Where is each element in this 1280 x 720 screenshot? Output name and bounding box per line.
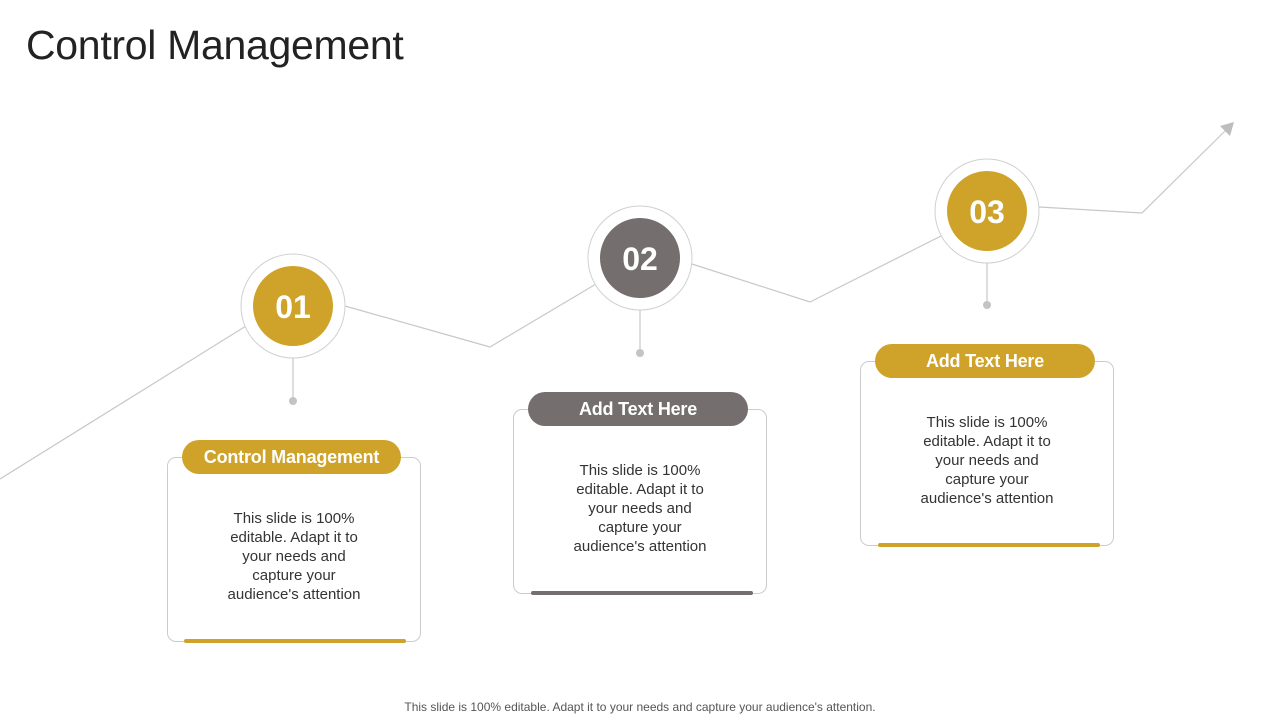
- trend-segment: [0, 325, 247, 480]
- trend-segment: [691, 263, 811, 303]
- step-circle: [253, 266, 333, 346]
- trend-line: [0, 129, 1227, 480]
- step-card-3: This slide is 100% editable. Adapt it to…: [860, 361, 1114, 547]
- step-number: 02: [622, 241, 658, 277]
- step-card-2: This slide is 100% editable. Adapt it to…: [513, 409, 767, 595]
- card-body-text: This slide is 100% editable. Adapt it to…: [514, 461, 766, 556]
- arrowhead-icon: [1220, 122, 1234, 136]
- card-body-line: capture your: [945, 471, 1029, 488]
- card-body-line: editable. Adapt it to: [230, 529, 358, 546]
- trend-segment: [344, 305, 491, 348]
- card-heading-pill: Add Text Here: [875, 344, 1095, 378]
- card-accent-bar: [184, 639, 406, 643]
- card-body-line: audience's attention: [227, 586, 361, 603]
- connector-dot: [289, 397, 297, 405]
- card-accent-bar: [531, 591, 753, 595]
- step-number: 01: [275, 289, 311, 325]
- card-body-line: audience's attention: [920, 490, 1054, 507]
- card-body-line: capture your: [598, 519, 682, 536]
- card-body-line: your needs and: [935, 452, 1039, 469]
- step-circle: [947, 171, 1027, 251]
- step-circle: [600, 218, 680, 298]
- trend-segment: [1038, 206, 1143, 214]
- card-heading-pill: Control Management: [182, 440, 401, 474]
- card-body-line: editable. Adapt it to: [923, 433, 1051, 450]
- card-body-line: your needs and: [242, 548, 346, 565]
- trend-segment: [809, 235, 942, 303]
- trend-segment: [489, 283, 597, 348]
- step-card-1: This slide is 100% editable. Adapt it to…: [167, 457, 421, 643]
- trend-segment: [1141, 129, 1227, 214]
- card-body-line: This slide is 100%: [579, 462, 701, 479]
- card-body-text: This slide is 100% editable. Adapt it to…: [168, 509, 420, 604]
- card-accent-bar: [878, 543, 1100, 547]
- card-body-line: This slide is 100%: [926, 414, 1048, 431]
- connector-dot: [636, 349, 644, 357]
- connector-dot: [983, 301, 991, 309]
- card-heading-pill: Add Text Here: [528, 392, 748, 426]
- footer-note: This slide is 100% editable. Adapt it to…: [404, 700, 876, 714]
- card-body-line: your needs and: [588, 500, 692, 517]
- card-body-line: audience's attention: [573, 538, 707, 555]
- slide-title: Control Management: [26, 22, 404, 68]
- card-body-text: This slide is 100% editable. Adapt it to…: [861, 413, 1113, 508]
- step-node-3: 03: [934, 158, 1040, 309]
- card-body-line: editable. Adapt it to: [576, 481, 704, 498]
- step-node-1: 01: [240, 253, 346, 405]
- card-body-line: This slide is 100%: [233, 510, 355, 527]
- step-number: 03: [969, 194, 1005, 230]
- card-body-line: capture your: [252, 567, 336, 584]
- step-node-2: 02: [587, 205, 693, 357]
